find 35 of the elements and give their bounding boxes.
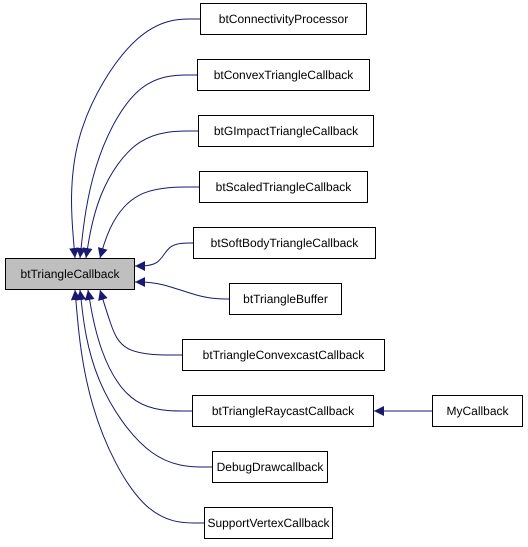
class-box xyxy=(5,258,135,290)
class-name: SupportVertexCallback xyxy=(207,516,330,530)
class-name: btTriangleBuffer xyxy=(243,292,328,306)
class-name: btScaledTriangleCallback xyxy=(216,180,352,194)
inheritance-arrow xyxy=(134,242,194,271)
class-name: btTriangleCallback xyxy=(20,267,120,281)
inheritance-arrow xyxy=(98,186,200,258)
inheritance-arrow xyxy=(70,290,204,524)
class-box xyxy=(192,395,374,427)
class-box xyxy=(193,227,376,259)
inheritance-arrow xyxy=(134,277,230,300)
class-name: btConvexTriangleCallback xyxy=(214,68,354,82)
class-name: btSoftBodyTriangleCallback xyxy=(210,236,358,250)
inheritance-arrow xyxy=(76,290,212,468)
class-box xyxy=(197,59,370,91)
class-name: DebugDrawcallback xyxy=(216,460,324,474)
class-name: btTriangleConvexcastCallback xyxy=(202,348,364,362)
class-box xyxy=(199,171,368,203)
inheritance-arrow xyxy=(82,130,198,258)
class-name: btGImpactTriangleCallback xyxy=(214,124,358,138)
class-box xyxy=(432,395,523,427)
class-name: btTriangleRaycastCallback xyxy=(212,404,354,418)
class-box xyxy=(198,115,374,147)
inheritance-arrow xyxy=(374,406,432,416)
class-box xyxy=(204,507,333,539)
inheritance-arrow xyxy=(84,290,192,412)
class-name: btConnectivityProcessor xyxy=(218,12,348,26)
inheritance-arrow xyxy=(69,18,200,258)
class-name: MyCallback xyxy=(446,404,508,418)
class-box xyxy=(200,3,367,35)
class-box xyxy=(182,339,385,371)
inheritance-arrow xyxy=(76,74,198,258)
inheritance-arrow xyxy=(98,290,182,356)
class-box xyxy=(212,451,328,483)
class-box xyxy=(229,283,342,315)
